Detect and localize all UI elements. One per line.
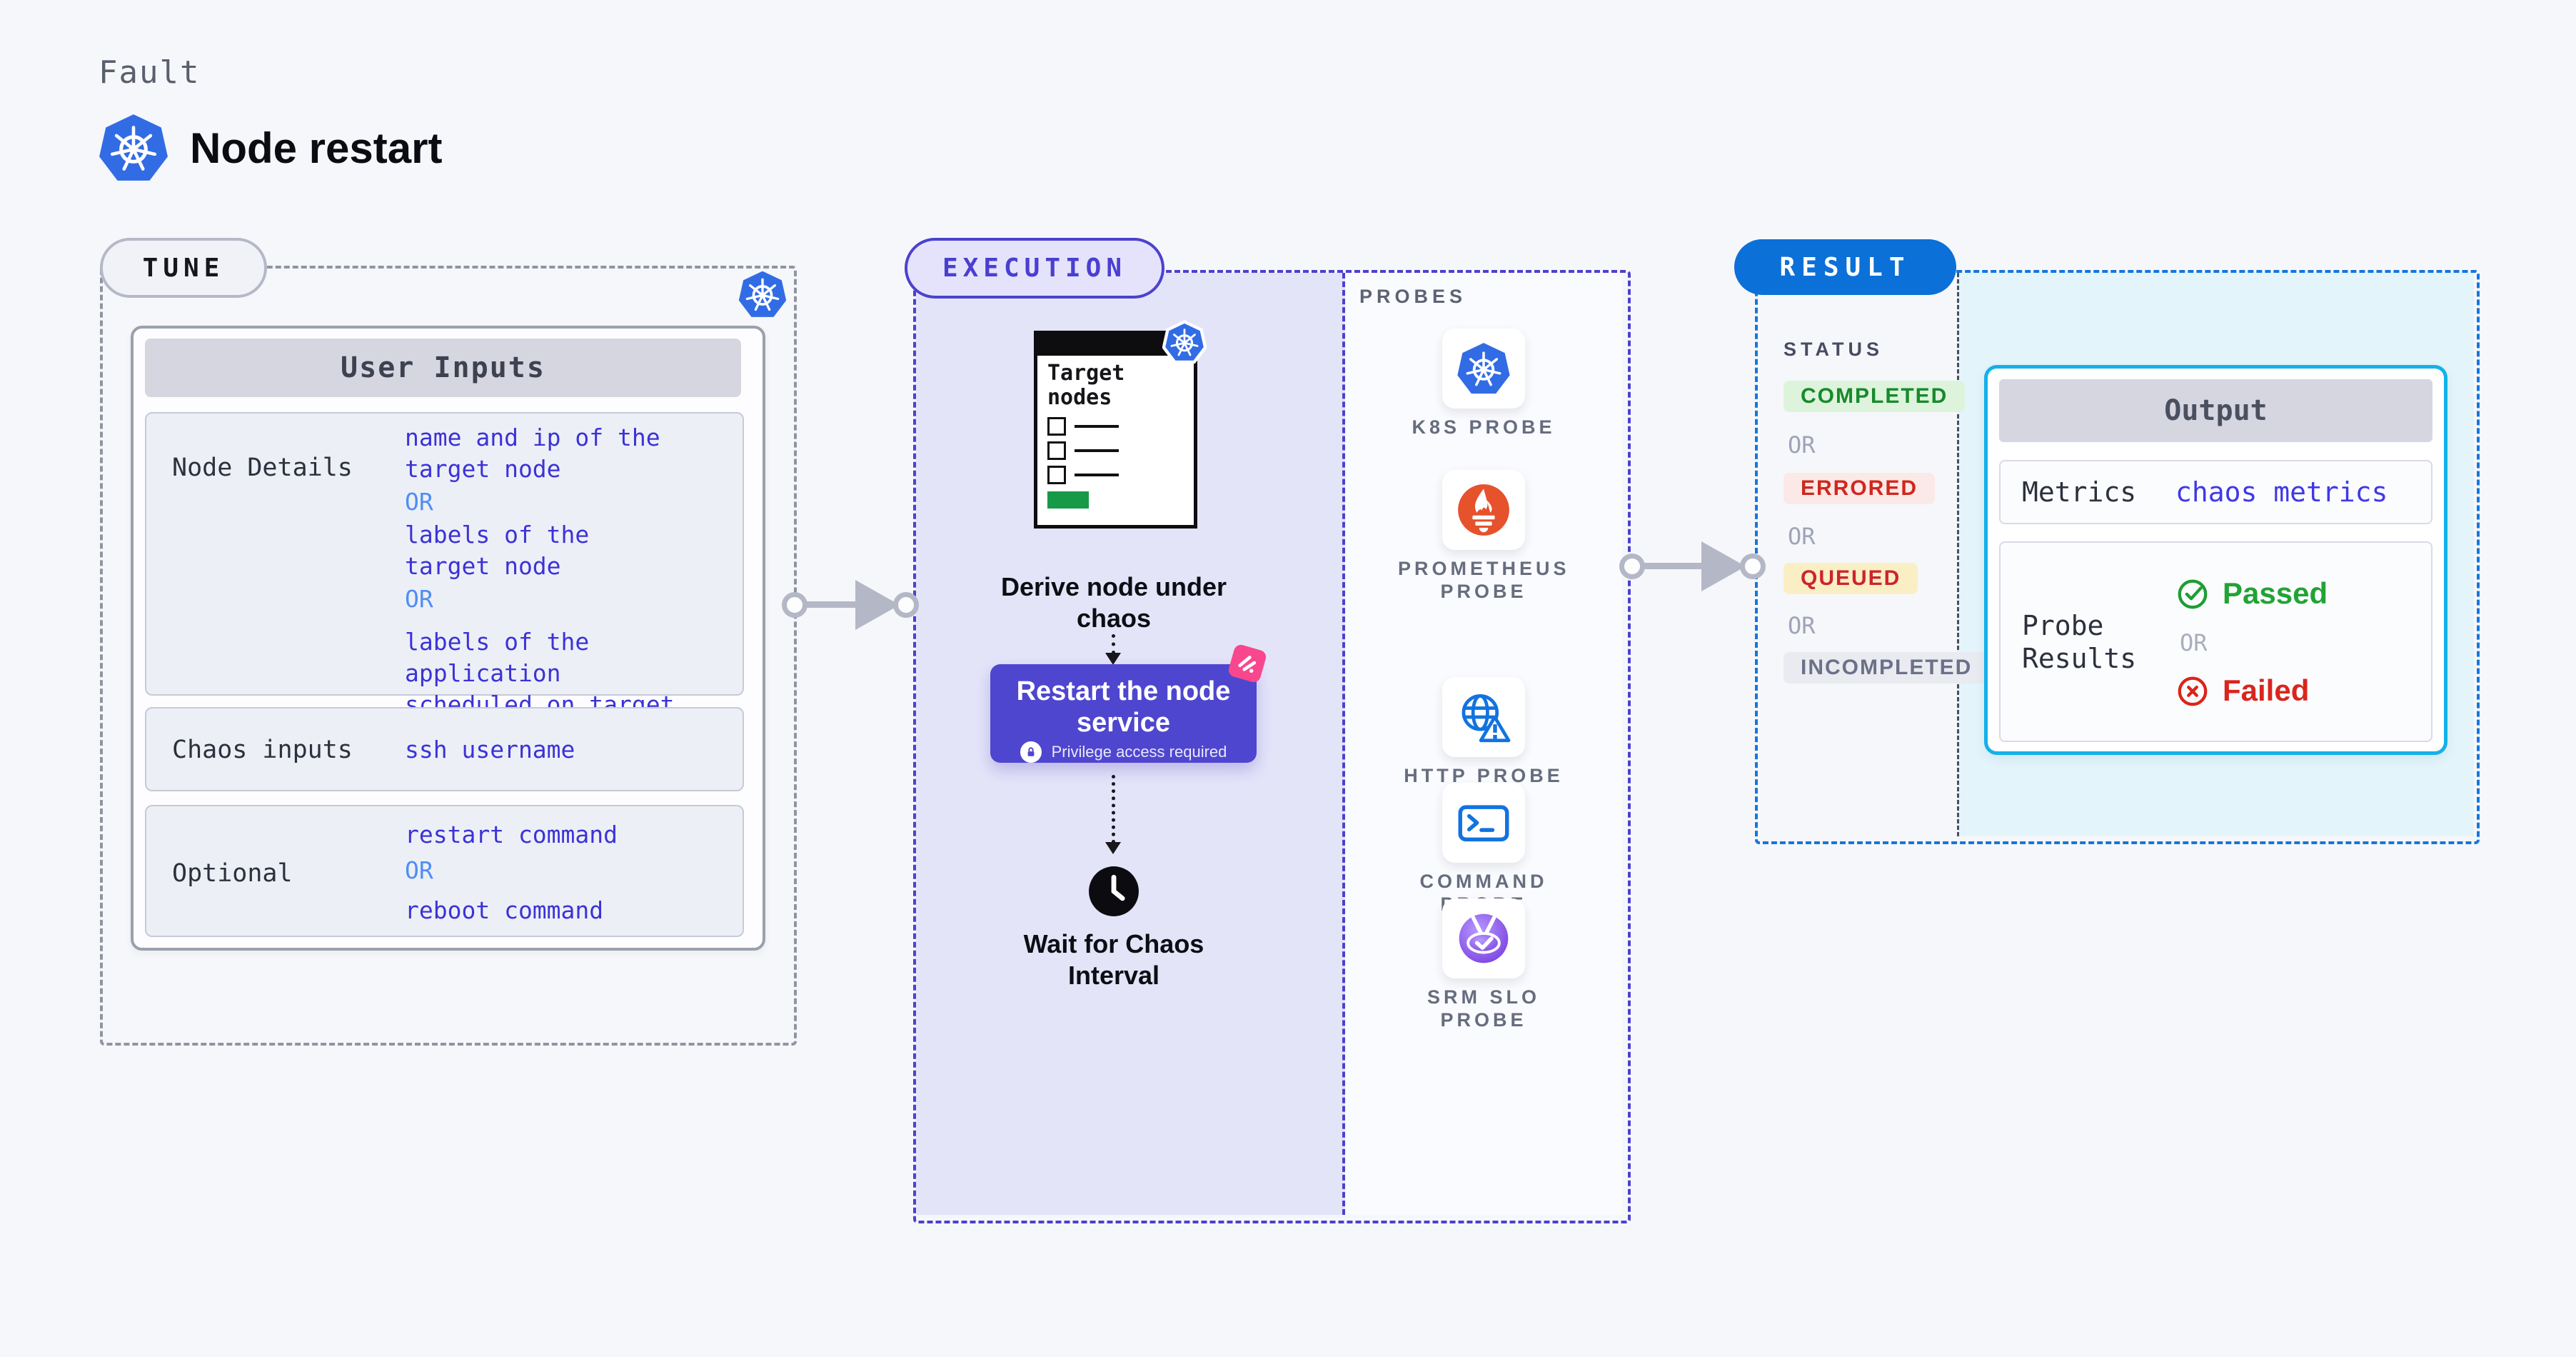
row-value: name and ip of the target node: [405, 424, 660, 483]
row-label: Node Details: [172, 454, 353, 482]
illustration-title: Target nodes: [1047, 361, 1125, 410]
status-badge: COMPLETED: [1783, 381, 1966, 412]
kubernetes-icon: [1457, 343, 1510, 394]
checkbox-icon: [1047, 441, 1066, 460]
terminal-icon: [1458, 805, 1509, 842]
user-inputs-header: User Inputs: [145, 339, 741, 397]
passed-text: Passed: [2223, 576, 2328, 610]
table-row-chaos-inputs: Chaos inputs ssh username: [145, 707, 744, 791]
lock-icon: [1020, 741, 1042, 763]
checkbox-icon: [1047, 417, 1066, 436]
list-line: [1075, 474, 1119, 476]
probe-card-prometheus: [1442, 470, 1525, 550]
output-row-label: Probe Results: [2001, 609, 2175, 675]
arrow-start-dot: [1619, 554, 1645, 579]
or-separator: OR: [405, 585, 433, 613]
arrow-start-dot: [782, 592, 807, 618]
output-row-metrics: Metrics chaos metrics: [1999, 460, 2432, 524]
passed-result: Passed: [2175, 576, 2328, 611]
probe-card-http: [1442, 677, 1525, 757]
node-list-item: [1047, 441, 1194, 460]
execution-section-box: [913, 270, 1631, 1223]
title-row: Node restart: [97, 111, 442, 184]
arrow-end-dot: [1740, 554, 1766, 579]
kubernetes-icon: [99, 114, 168, 181]
metrics-value: chaos metrics: [2175, 476, 2388, 508]
or-separator: OR: [1788, 431, 1816, 459]
kubernetes-icon: [1162, 320, 1207, 364]
status-column: COMPLETED OR ERRORED OR QUEUED OR INCOMP…: [1783, 381, 1990, 683]
list-line: [1075, 449, 1119, 452]
row-label: Optional: [172, 859, 293, 888]
probe-card-srm-slo: [1442, 898, 1525, 978]
node-list-item: [1047, 466, 1194, 484]
table-row-node-details: Node Details name and ip of the target n…: [145, 412, 744, 750]
privilege-note: Privilege access required: [1051, 743, 1227, 761]
table-row-optional: Optional restart command OR reboot comma…: [145, 805, 744, 937]
derive-node-caption: Derive node under chaos: [1000, 572, 1227, 633]
slo-pie-icon: [1459, 913, 1509, 963]
clock-icon: [1087, 864, 1141, 918]
check-circle-icon: [2178, 579, 2208, 609]
tune-pill: TUNE: [100, 238, 267, 298]
green-highlight-bar: [1047, 491, 1089, 509]
kubernetes-icon: [736, 269, 789, 319]
row-value: ssh username: [405, 736, 575, 763]
status-label: STATUS: [1783, 339, 1883, 360]
status-badge: ERRORED: [1783, 473, 1936, 504]
arrow-end-dot: [893, 592, 919, 618]
tune-section-box: [100, 266, 797, 1046]
flow-arrow: [1112, 775, 1115, 843]
output-header: Output: [1999, 379, 2432, 442]
arrow-shaft: [1631, 563, 1709, 569]
chaos-fault-badge-icon: [1227, 643, 1268, 684]
restart-node-service-card: Restart the node service Privilege acces…: [990, 664, 1257, 763]
flow-arrow: [1112, 634, 1115, 654]
flow-arrow-head: [1105, 842, 1121, 854]
probes-panel-label: PROBES: [1359, 286, 1467, 307]
row-label: Chaos inputs: [172, 736, 353, 764]
list-line: [1075, 425, 1119, 428]
or-separator: OR: [405, 856, 433, 884]
or-separator: OR: [405, 488, 433, 516]
or-separator: OR: [1788, 612, 1816, 639]
arrow-head: [1701, 541, 1746, 591]
row-value: labels of the target node: [405, 521, 590, 580]
arrow-shaft: [794, 601, 862, 608]
checkbox-icon: [1047, 466, 1066, 484]
x-circle-icon: [2178, 676, 2208, 706]
execution-pill: EXECUTION: [905, 238, 1164, 299]
result-pill: RESULT: [1734, 239, 1956, 295]
prometheus-icon: [1458, 484, 1509, 536]
output-row-probe-results: Probe Results Passed OR Failed: [1999, 541, 2432, 742]
failed-result: Failed: [2175, 674, 2328, 708]
node-list-item: [1047, 417, 1194, 436]
status-badge: QUEUED: [1783, 563, 1918, 594]
probe-card-k8s: [1442, 329, 1525, 409]
fault-eyebrow: Fault: [99, 54, 201, 91]
globe-warning-icon: [1461, 694, 1511, 743]
row-value: reboot command: [405, 896, 604, 924]
probe-label: PROMETHEUS PROBE: [1398, 558, 1570, 602]
arrow-head: [855, 580, 900, 630]
or-separator: OR: [2180, 629, 2208, 656]
or-separator: OR: [1788, 523, 1816, 550]
output-row-label: Metrics: [2022, 476, 2137, 508]
probe-label: K8S PROBE: [1412, 416, 1556, 438]
failed-text: Failed: [2223, 673, 2310, 707]
restart-card-title: Restart the node service: [1016, 676, 1231, 738]
probe-card-command: [1442, 783, 1525, 863]
probe-results-label: Probe Results: [2022, 609, 2137, 674]
page-title: Node restart: [190, 124, 443, 172]
wait-chaos-interval-caption: Wait for Chaos Interval: [1023, 929, 1204, 990]
row-value: restart command: [405, 821, 618, 848]
status-badge: INCOMPLETED: [1783, 652, 1990, 683]
flow-arrow-head: [1105, 653, 1121, 665]
probe-label: SRM SLO PROBE: [1427, 986, 1540, 1031]
